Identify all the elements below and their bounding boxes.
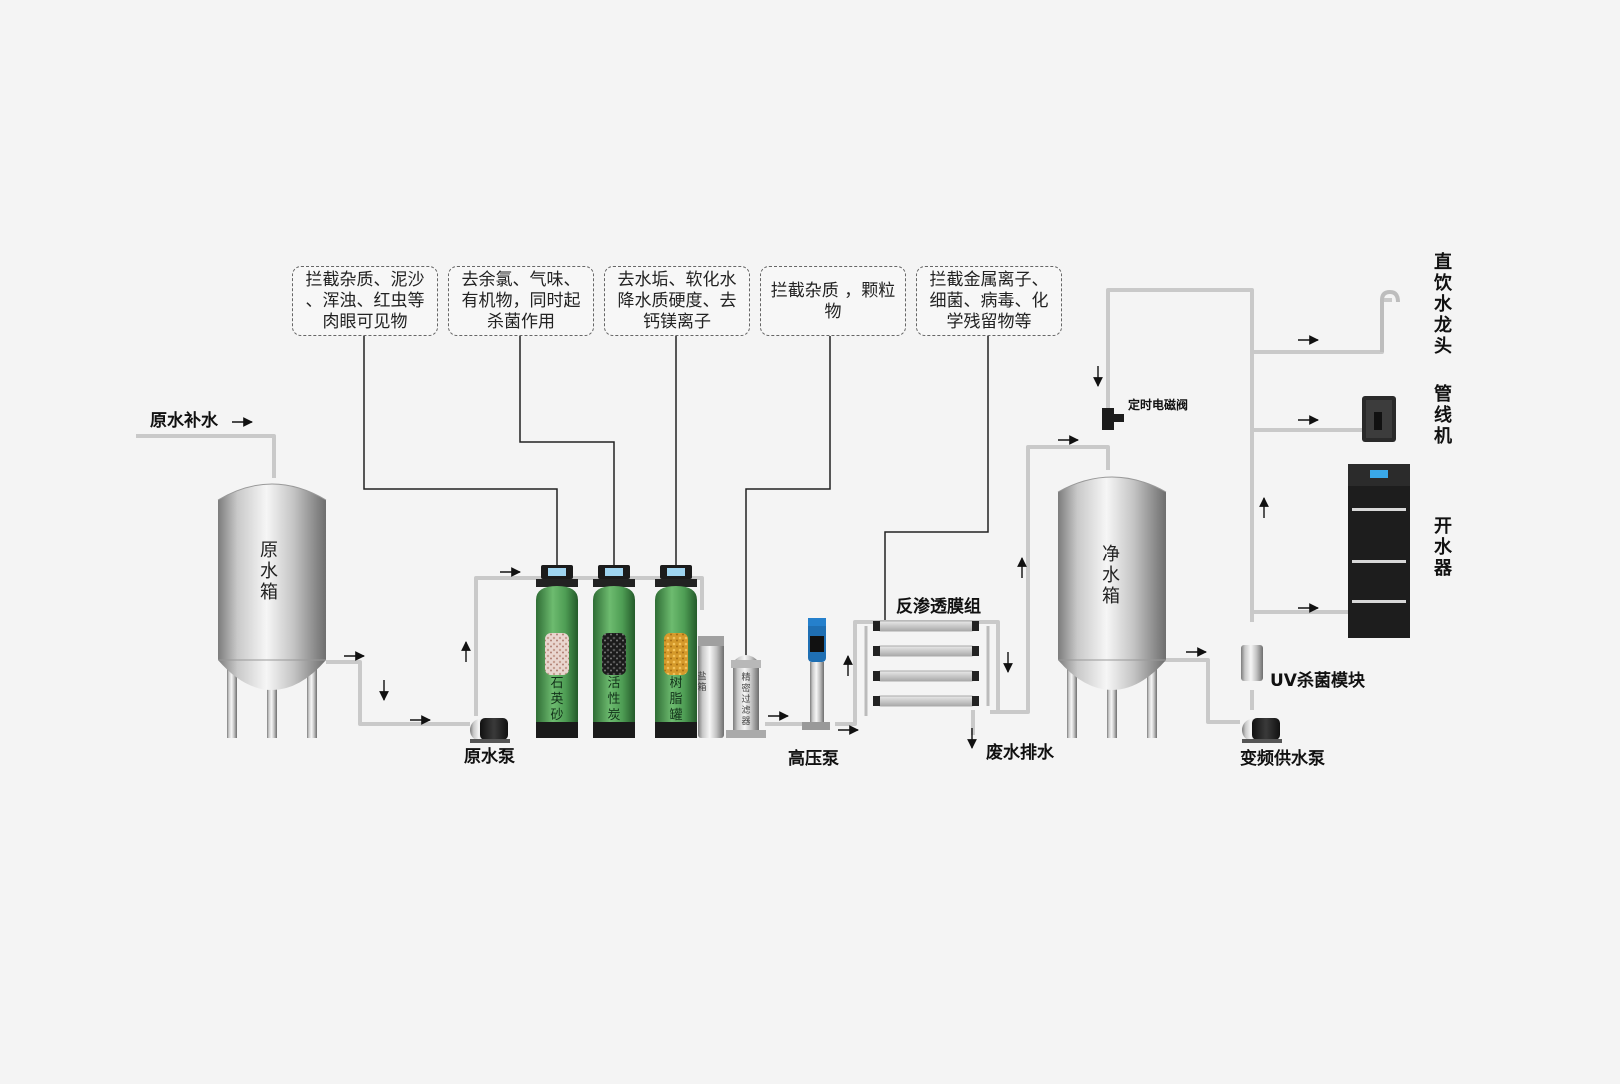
label-vfd-pump: 变频供水泵	[1240, 749, 1325, 769]
label-pure-tank: 净水箱	[1102, 544, 1120, 607]
label-quartz-column: 石英砂	[550, 676, 564, 723]
flow-arrows	[232, 335, 1319, 749]
raw-water-tank	[217, 483, 327, 738]
note-activated-carbon: 去余氯、气味、 有机物，同时起 杀菌作用	[448, 266, 594, 336]
pure-water-tank	[1057, 476, 1167, 738]
ro-membrane-group	[864, 620, 990, 716]
note-ro-membrane: 拦截金属离子、 细菌、病毒、化 学残留物等	[916, 266, 1062, 336]
note-precision-filter: 拦截杂质 ，颗粒 物	[760, 266, 906, 336]
label-boiler: 开水器	[1434, 516, 1452, 579]
vfd-pump	[1242, 718, 1282, 743]
label-carbon-column: 活性炭	[607, 676, 621, 723]
precision-filter	[726, 655, 766, 738]
label-ro-membrane: 反渗透膜组	[896, 597, 981, 617]
resin-column	[655, 565, 697, 738]
boiler	[1348, 464, 1410, 638]
label-raw-pump: 原水泵	[464, 747, 515, 767]
label-raw-water-inlet: 原水补水	[150, 411, 218, 431]
pipeline-machine	[1362, 396, 1396, 442]
label-salt-box: 盐箱	[697, 672, 707, 693]
note-quartz-sand: 拦截杂质、泥沙 、浑浊、红虫等 肉眼可见物	[292, 266, 438, 336]
quartz-sand-column	[536, 565, 578, 738]
note-resin: 去水垢、软化水 降水质硬度、去 钙镁离子	[604, 266, 750, 336]
label-solenoid-valve: 定时电磁阀	[1128, 398, 1189, 412]
activated-carbon-column	[593, 565, 635, 738]
label-waste-drain: 废水排水	[986, 743, 1054, 763]
label-raw-tank: 原水箱	[260, 540, 278, 603]
uv-module	[1241, 645, 1263, 681]
solenoid-valve	[1102, 408, 1124, 430]
label-resin-column: 树脂罐	[669, 676, 683, 723]
high-pressure-pump	[802, 618, 830, 730]
faucet	[1380, 289, 1400, 352]
label-precision-filter: 精密过滤器	[741, 673, 751, 727]
raw-water-pump	[470, 718, 510, 743]
label-uv-module: UV杀菌模块	[1270, 671, 1365, 691]
leader-lines	[363, 333, 989, 656]
label-high-pressure-pump: 高压泵	[788, 749, 839, 769]
label-pipeline-machine: 管线机	[1434, 384, 1452, 447]
label-faucet: 直饮水龙头	[1434, 252, 1452, 357]
brine-tank	[698, 636, 724, 738]
